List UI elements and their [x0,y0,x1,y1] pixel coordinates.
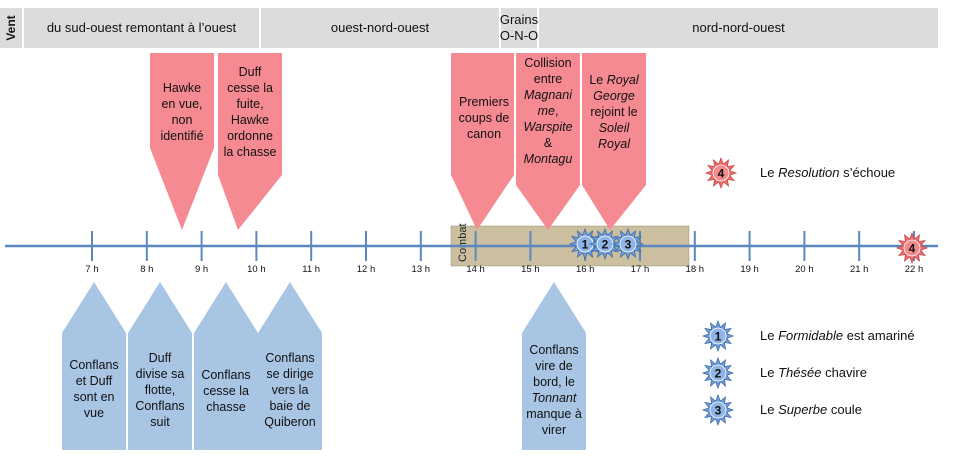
hour-label: 12 h [357,264,376,275]
legend-marker-3-core [709,401,727,419]
timeline-marker-4-number: 4 [909,242,916,256]
wind-header-label: Vent [0,8,24,48]
callout-top-3-text: Premiers coups de canon [458,95,510,141]
hour-label: 11 h [302,264,320,275]
legend-item-1-text: Le Formidable est amariné [760,328,915,343]
event-callout-bottom-2 [128,282,192,450]
event-callout-bottom-4 [258,282,322,450]
legend-item-2-text: Le Thésée chavire [760,365,867,380]
hour-label: 9 h [195,264,208,275]
timeline-marker-3-number: 3 [625,238,632,252]
legend-marker-2-number: 2 [715,367,722,381]
event-callout-top-4 [516,53,580,230]
callout-bottom-1-text: Conflans et Duff sont en vue [69,358,119,420]
callout-bottom-4-text: Conflans se dirige vers la baie de Quibe… [264,351,316,429]
event-callout-bottom-3 [194,282,258,450]
hour-label: 13 h [412,264,431,275]
wind-band-3-text: Grains O-N-O [499,12,539,43]
legend-marker-4-number: 4 [718,167,725,181]
callout-top-1-text: Hawke en vue, non identifié [160,81,204,143]
hour-label: 10 h [247,264,266,275]
legend-marker-1-core [709,327,727,345]
event-callout-bottom-5 [522,282,586,450]
callout-bottom-2-text: Duff divise sa flotte, Conflans suit [135,351,185,429]
hour-label: 14 h [466,264,485,275]
callout-top-2-text: Duff cesse la fuite, Hawke ordonne la ch… [223,65,277,159]
hour-label: 21 h [850,264,869,275]
legend-item-4-text: Le Resolution s’échoue [760,165,896,180]
hour-label: 8 h [140,264,153,275]
wind-band-2: ouest-nord-ouest [261,8,501,48]
wind-band-3: Grains O-N-O [499,8,539,48]
hour-label: 20 h [795,264,814,275]
callout-bottom-3-text: Conflans cesse la chasse [201,368,251,414]
event-callout-top-3 [451,53,514,230]
timeline-marker-3-core [619,235,637,253]
hour-label: 16 h [576,264,595,275]
wind-band-1-text: du sud-ouest remontant à l’ouest [46,20,237,35]
legend-marker-3-number: 3 [715,404,722,418]
hour-label: 22 h [905,264,924,275]
hour-label: 17 h [631,264,650,275]
legend-marker-1-number: 1 [715,330,722,344]
event-callout-top-2 [218,53,282,230]
combat-label: Combat [457,223,469,262]
legend-marker-2-core [709,364,727,382]
wind-band-1: du sud-ouest remontant à l’ouest [24,8,261,48]
wind-band-2-text: ouest-nord-ouest [330,20,430,35]
hour-label: 15 h [521,264,540,275]
timeline-marker-2-number: 2 [602,238,609,252]
timeline-marker-4-core [903,239,921,257]
hour-label: 18 h [686,264,705,275]
legend-item-3-text: Le Superbe coule [760,402,862,417]
hour-label: 19 h [740,264,759,275]
legend-marker-4-core [712,164,730,182]
wind-band-4: nord-nord-ouest [539,8,938,48]
event-callout-top-5 [582,53,646,230]
hour-label: 7 h [85,264,98,275]
timeline-marker-1-number: 1 [582,238,589,252]
event-callout-top-1 [150,53,214,230]
event-callout-bottom-1 [62,282,126,450]
wind-band-4-text: nord-nord-ouest [692,20,785,35]
